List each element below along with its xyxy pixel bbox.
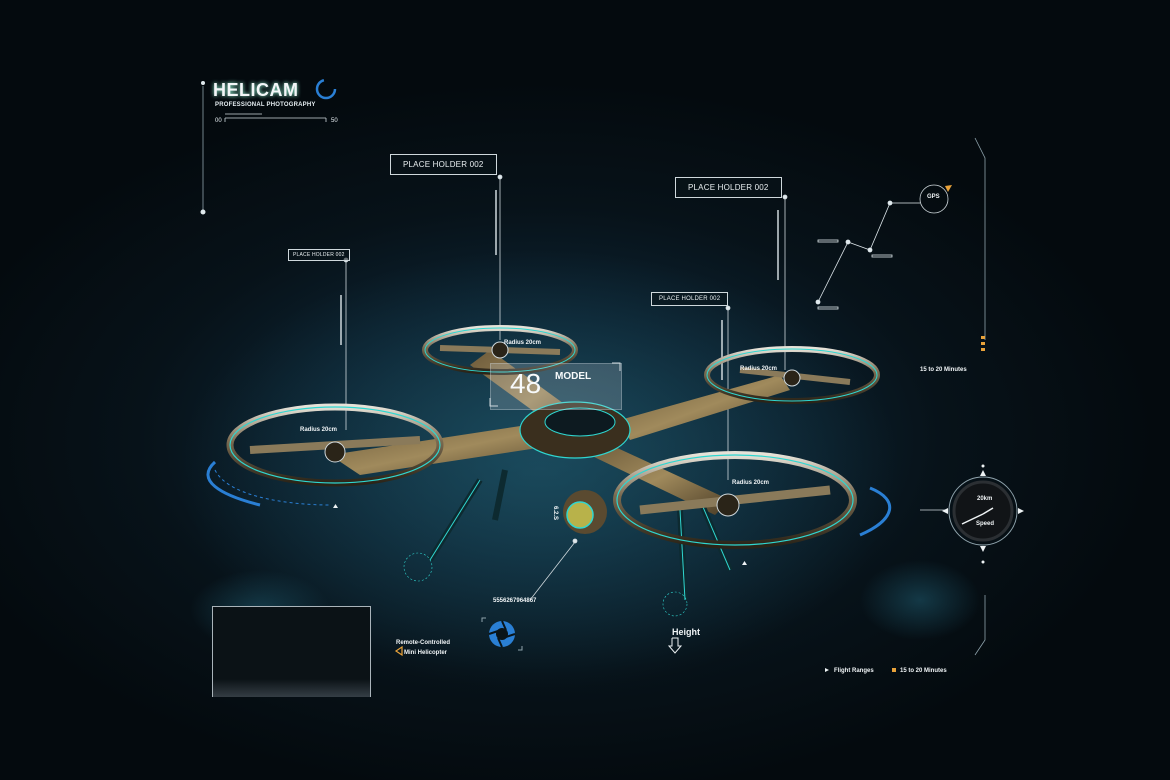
model-number: 48 (510, 368, 542, 399)
legend-flight-ranges: Flight Ranges (834, 668, 874, 674)
brand-subtitle: PROFESSIONAL PHOTOGRAPHY (215, 102, 316, 108)
placeholder-left-small[interactable]: PLACE HOLDER 002 (288, 249, 350, 261)
legend-dot-orange (892, 668, 896, 672)
rotor-rings (226, 325, 880, 549)
height-arrow-icon (667, 637, 683, 654)
right-bracket (974, 137, 986, 656)
speed-gauge-graphic (942, 464, 1024, 564)
speed-label: Speed (976, 521, 995, 527)
legend-flight-time: 15 to 20 Minutes (900, 668, 947, 674)
scale-max: 50 (331, 118, 338, 124)
serial-number: 5556267964867 (493, 598, 537, 604)
model-corners (489, 362, 621, 407)
model-label: MODEL (555, 371, 592, 382)
rotor-label-rear-right: Radius 20cm (740, 366, 778, 372)
rotor-label-front-right: Radius 20cm (732, 480, 770, 486)
placeholder-mid-right[interactable]: PLACE HOLDER 002 (651, 292, 729, 306)
speed-value: 20km (977, 496, 993, 502)
gps-path (815, 184, 952, 310)
remote-line2: Mini Helicopter (404, 650, 448, 656)
rotor-label-front-left: Radius 20cm (300, 427, 338, 433)
placeholder-top-right[interactable]: PLACE HOLDER 002 (675, 177, 782, 198)
remote-line1: Remote-Controlled (396, 640, 450, 646)
brand-title: HELICAM (213, 80, 299, 100)
rotor-arcs (206, 460, 892, 537)
height-label: Height (672, 627, 700, 637)
aperture-icon (481, 617, 523, 651)
scale-min: 00 (215, 118, 222, 124)
flight-time-right: 15 to 20 Minutes (920, 367, 967, 373)
rotor-label-rear-left: Radius 20cm (504, 340, 542, 346)
model-panel (490, 363, 622, 410)
side-text: 6.2.S (552, 505, 559, 521)
brand-decor (200, 78, 337, 215)
gps-label: GPS (927, 194, 940, 200)
placeholder-top-center[interactable]: PLACE HOLDER 002 (390, 154, 497, 175)
remote-panel (212, 606, 371, 697)
